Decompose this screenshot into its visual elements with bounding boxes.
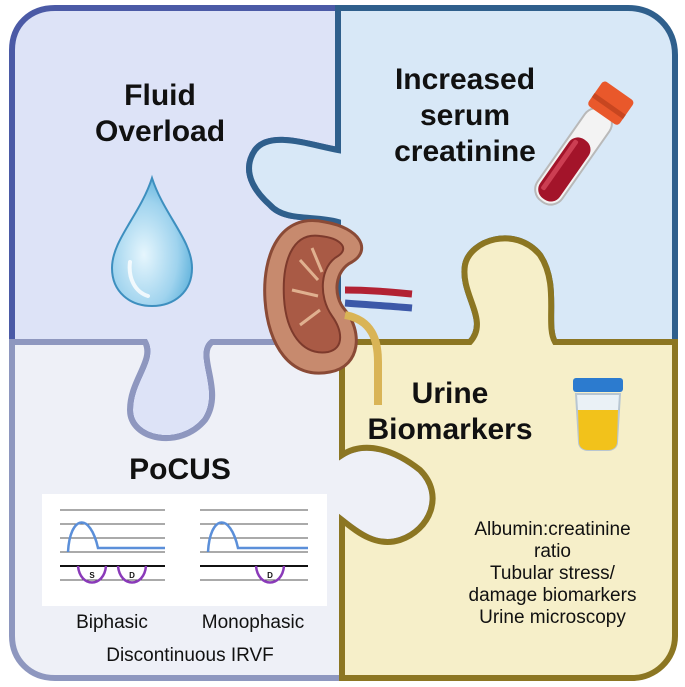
pocus-caption: Discontinuous IRVF bbox=[106, 645, 274, 666]
urine-item-1: Albumin:creatinine bbox=[474, 519, 631, 540]
serum-creatinine-title-line2: serum bbox=[419, 99, 511, 132]
urine-item-4: damage biomarkers bbox=[468, 585, 637, 606]
wave-mark-d: D bbox=[129, 571, 135, 580]
wave-mark-d: D bbox=[267, 571, 273, 580]
blood-tube-icon bbox=[534, 81, 634, 206]
urine-biomarkers-title: Urine Biomarkers bbox=[350, 376, 550, 448]
urine-cup-icon bbox=[573, 378, 623, 451]
urine-item-3: Tubular stress/ bbox=[490, 563, 615, 584]
fluid-overload-title-line2: Overload bbox=[95, 115, 226, 148]
urine-item-2: ratio bbox=[534, 541, 571, 562]
urine-biomarkers-title-line2: Biomarkers bbox=[367, 413, 533, 446]
urine-biomarkers-list: Albumin:creatinine ratio Tubular stress/… bbox=[440, 519, 665, 629]
kidney-icon bbox=[263, 219, 413, 405]
monophasic-waveform: D bbox=[200, 509, 308, 584]
waveform-panel bbox=[42, 494, 327, 606]
wave-mark-s: S bbox=[89, 571, 95, 580]
serum-creatinine-title-line1: Increased bbox=[394, 63, 536, 96]
biphasic-label: Biphasic bbox=[76, 612, 148, 633]
serum-creatinine-title: Increased serum creatinine bbox=[370, 62, 560, 170]
urine-item-5: Urine microscopy bbox=[479, 607, 626, 628]
serum-creatinine-title-line3: creatinine bbox=[394, 135, 536, 168]
fluid-overload-title-line1: Fluid bbox=[124, 79, 196, 112]
urine-biomarkers-piece bbox=[339, 235, 678, 681]
monophasic-label: Monophasic bbox=[201, 612, 305, 633]
pocus-title: PoCUS bbox=[129, 453, 231, 486]
fluid-overload-title: Fluid Overload bbox=[95, 78, 225, 150]
water-drop-icon bbox=[110, 174, 194, 308]
urine-biomarkers-title-line1: Urine bbox=[411, 377, 489, 410]
